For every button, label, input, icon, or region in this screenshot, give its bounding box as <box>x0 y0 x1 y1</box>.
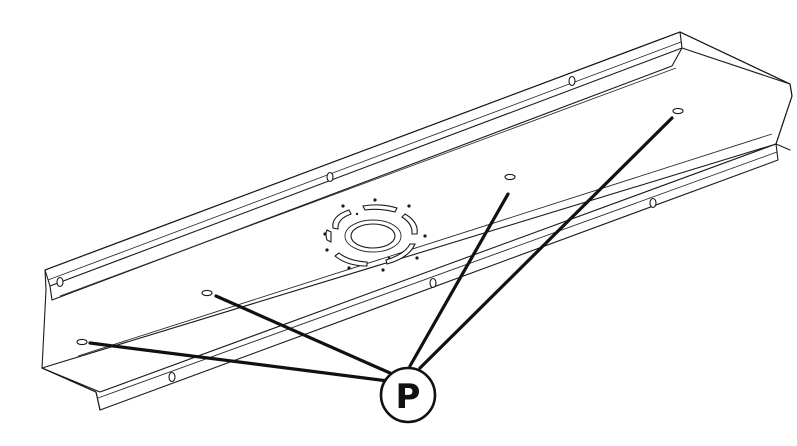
center-hole <box>350 223 396 249</box>
flange-hole <box>568 75 576 87</box>
mounting-hole <box>201 289 213 297</box>
flange-holes-front <box>168 197 657 383</box>
leader-line <box>408 192 510 368</box>
mounting-hole <box>504 173 516 181</box>
leader-lines <box>88 116 674 383</box>
mounting-hole <box>76 338 88 346</box>
flange-hole <box>326 171 334 183</box>
callout-label: P <box>396 377 421 417</box>
leader-line <box>88 341 390 383</box>
leader-line <box>214 294 392 375</box>
flange-holes-back <box>56 75 576 288</box>
mounting-holes <box>76 107 684 346</box>
ceiling-panel <box>41 31 793 411</box>
leader-line <box>418 116 674 370</box>
flange-hole <box>649 197 657 209</box>
flange-hole <box>168 371 176 383</box>
back-flange <box>44 31 683 287</box>
panel-top-face <box>41 31 793 393</box>
flange-hole <box>429 277 437 289</box>
flange-hole <box>56 276 64 288</box>
center-mount-pattern <box>323 198 427 272</box>
mounting-hole <box>672 107 684 115</box>
callout-circle-icon: P <box>379 366 437 424</box>
